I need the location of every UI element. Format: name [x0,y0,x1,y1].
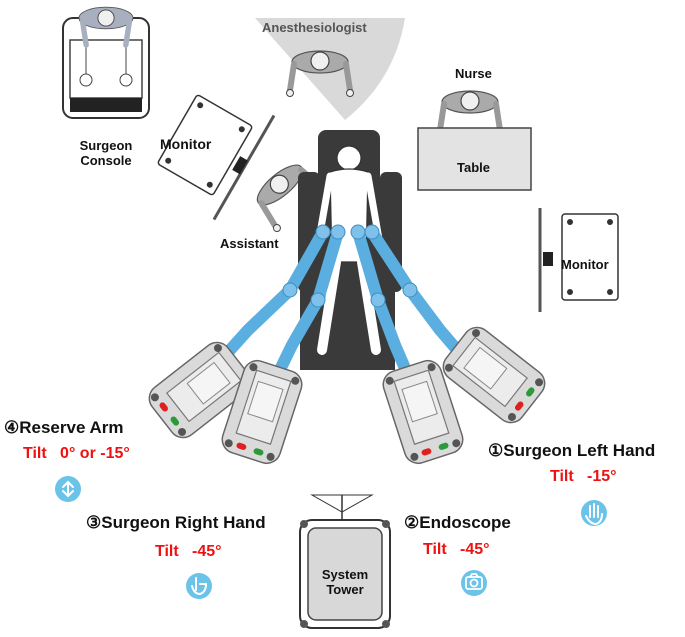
right-hand-tilt-value: -45° [192,543,222,560]
robot-arm-joints [282,224,418,308]
endoscope-tilt-word: Tilt [423,541,447,558]
monitor-left-label: Monitor [160,136,212,152]
assistant-label: Assistant [220,236,279,251]
reserve-arm-name: Reserve Arm [19,418,124,437]
reserve-arm-number: ④ [4,418,20,437]
left-hand-tilt: Tilt -15° [550,468,617,486]
camera-icon [465,573,483,590]
right-hand-tilt: Tilt -45° [155,543,222,561]
anesthesiologist-label: Anesthesiologist [262,20,367,35]
reserve-arm-tilt-word: Tilt [23,445,47,462]
nurse-label: Nurse [455,66,492,81]
table-label: Table [457,160,490,175]
system-tower-line2: Tower [326,582,364,597]
reserve-arm-tilt: Tilt 0° or -15° [23,445,130,463]
endoscope-name: Endoscope [419,513,511,532]
surgeon-console-line2: Console [80,153,132,168]
surgeon-console-label: Surgeon Console [74,138,138,168]
left-hand-tilt-word: Tilt [550,468,574,485]
right-hand-number: ③ [86,513,102,532]
monitor-right-label: Monitor [561,257,609,272]
right-hand-name: Surgeon Right Hand [101,513,266,532]
move-arrows-icon [62,480,74,498]
system-tower [299,494,391,629]
right-hand-title: ③Surgeon Right Hand [86,513,266,533]
hand-icon [585,503,603,526]
instrument-table [417,127,532,191]
surgeon-console [62,6,150,119]
system-tower-label: System Tower [313,567,377,597]
endoscope-number: ② [404,513,420,532]
left-hand-title: ①Surgeon Left Hand [488,441,655,461]
right-hand-tilt-word: Tilt [155,543,179,560]
endoscope-tilt-value: -45° [460,541,490,558]
left-hand-number: ① [488,441,504,460]
endoscope-title: ②Endoscope [404,513,511,533]
endoscope-tilt: Tilt -45° [423,541,490,559]
surgeon-console-line1: Surgeon [79,138,133,153]
monitor-left [157,94,276,221]
pointing-hand-icon [191,577,208,596]
reserve-arm-title: ④Reserve Arm [4,418,124,438]
reserve-arm-tilt-value: 0° or -15° [60,445,130,462]
monitor-right [538,208,619,312]
left-hand-name: Surgeon Left Hand [503,441,656,460]
system-tower-line1: System [321,567,369,582]
left-hand-tilt-value: -15° [587,468,617,485]
